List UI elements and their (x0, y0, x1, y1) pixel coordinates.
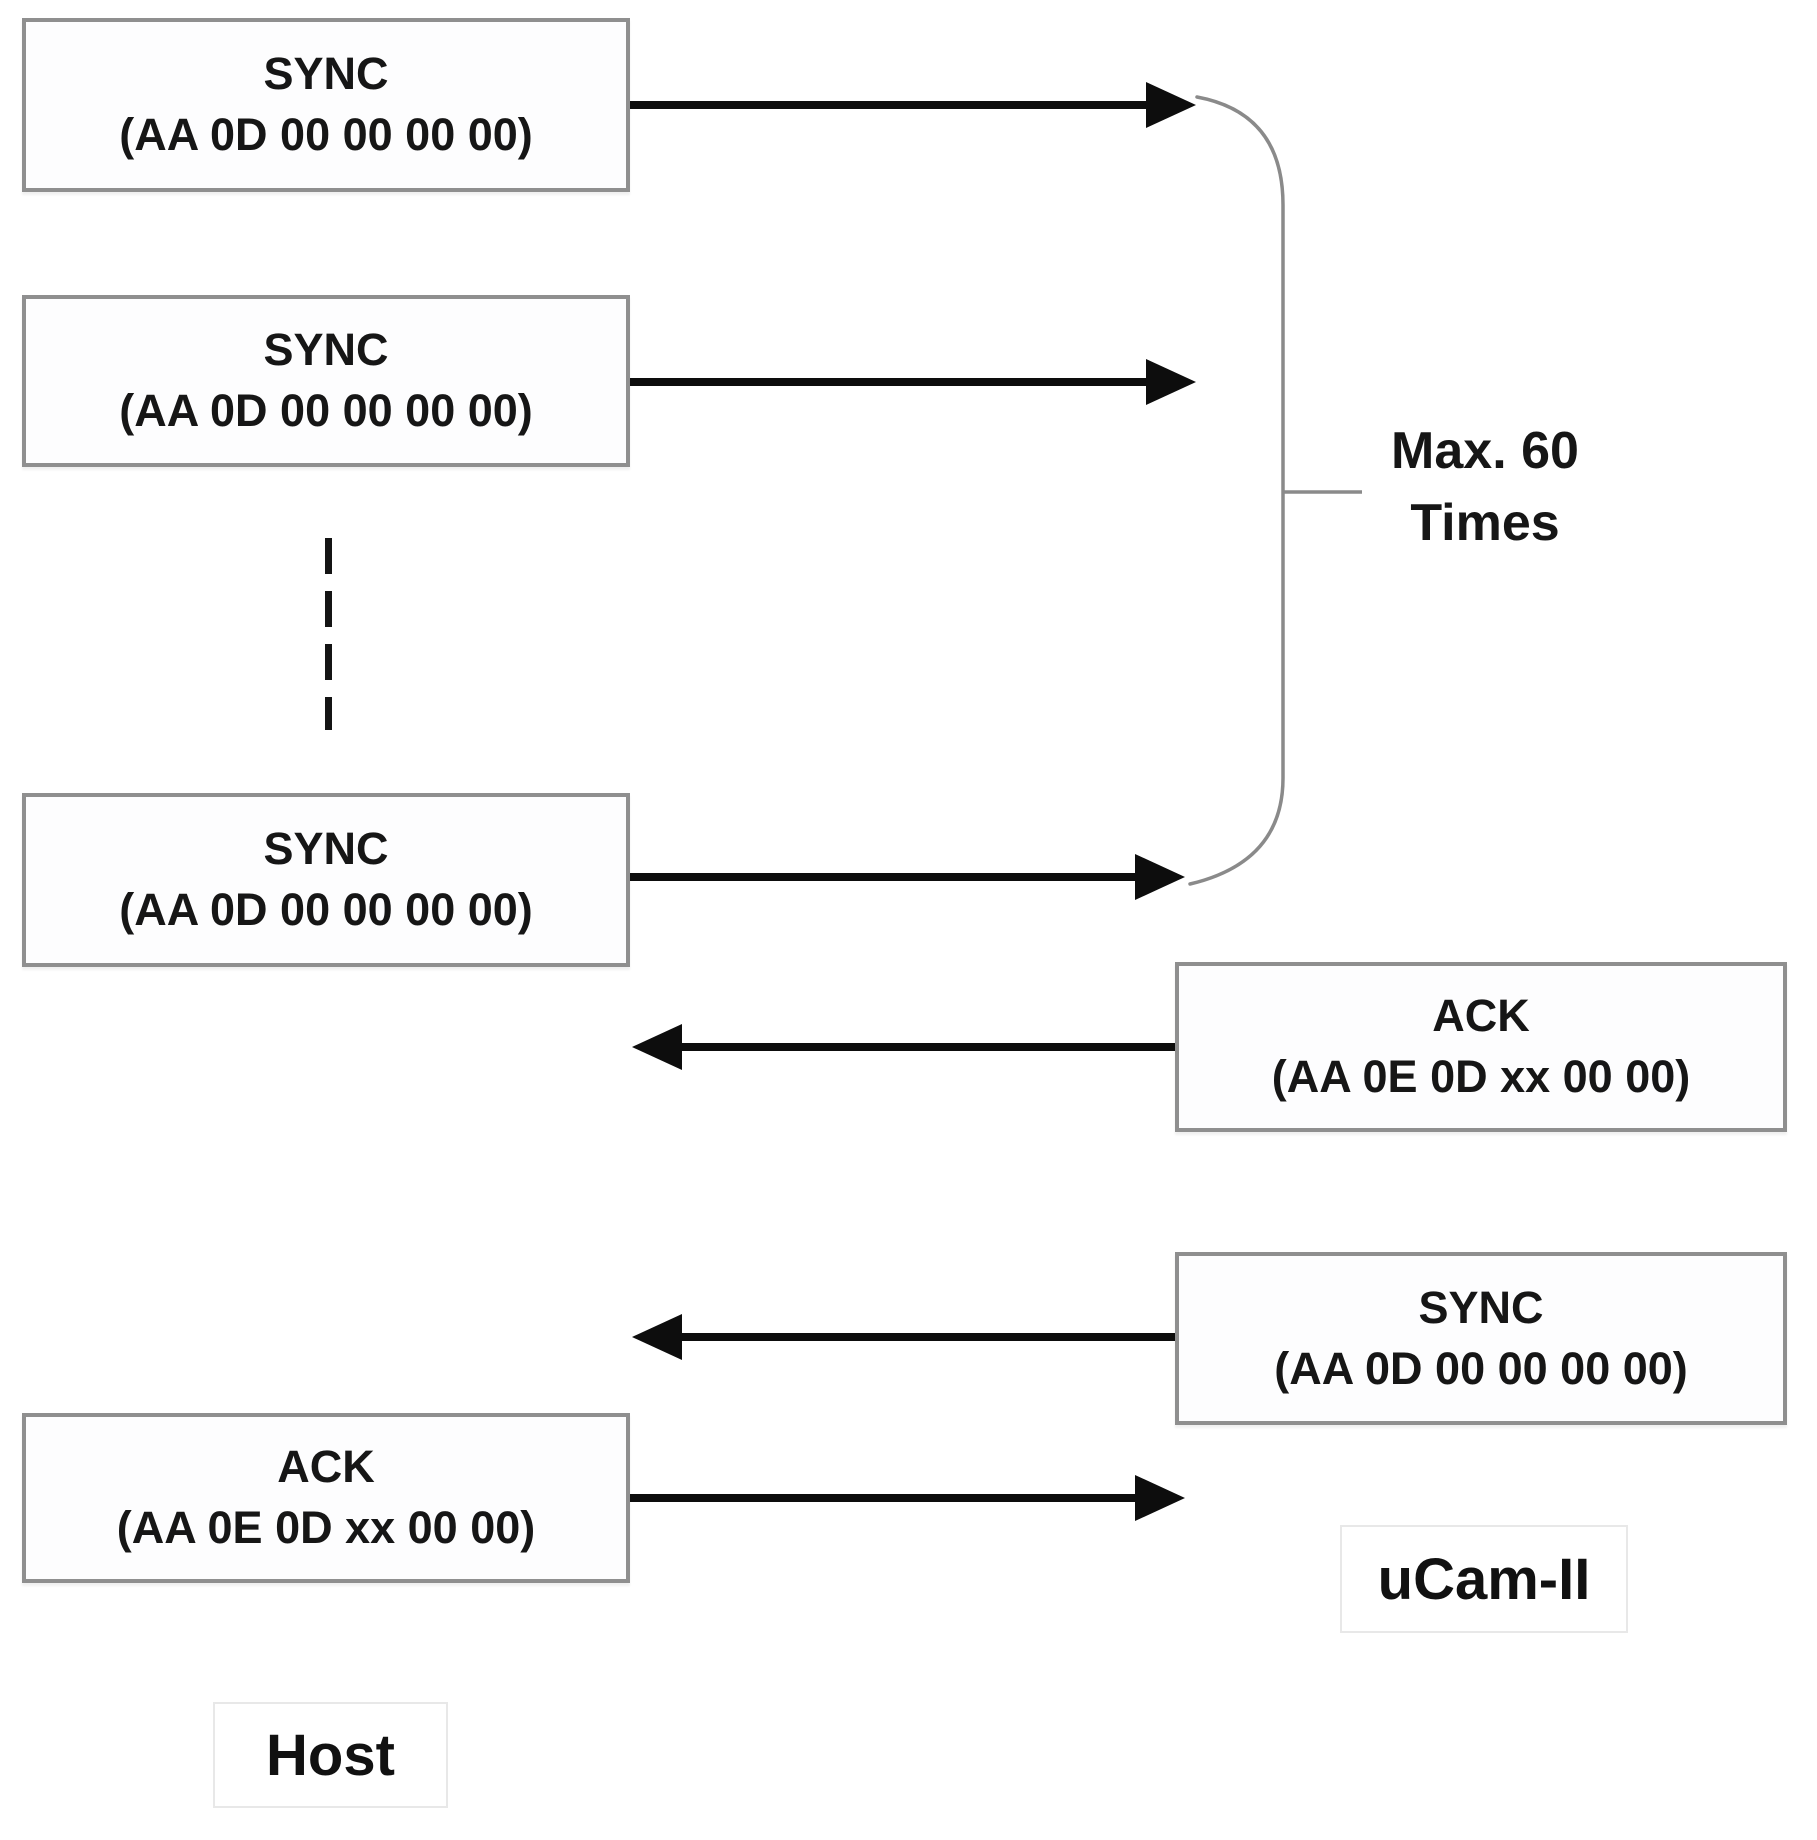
max-retries-annotation: Max. 60 Times (1355, 415, 1615, 559)
message-name: SYNC (263, 823, 389, 875)
sync-arrow-2 (630, 378, 1146, 386)
message-bytes: (AA 0E 0D xx 00 00) (116, 1502, 536, 1553)
host-sync-box-1: SYNC (AA 0D 00 00 00 00) (22, 18, 630, 192)
host-ack-arrow (630, 1494, 1135, 1502)
host-ack-box: ACK (AA 0E 0D xx 00 00) (22, 1413, 630, 1583)
host-sync-box-2: SYNC (AA 0D 00 00 00 00) (22, 295, 630, 467)
message-bytes: (AA 0E 0D xx 00 00) (1271, 1051, 1691, 1102)
message-name: SYNC (1418, 1281, 1544, 1333)
annotation-line-1: Max. 60 (1391, 422, 1579, 480)
camera-ack-arrow (682, 1043, 1175, 1051)
message-bytes: (AA 0D 00 00 00 00) (1274, 1342, 1688, 1394)
camera-label-text: uCam-II (1377, 1546, 1591, 1612)
host-sync-box-n: SYNC (AA 0D 00 00 00 00) (22, 793, 630, 967)
message-bytes: (AA 0D 00 00 00 00) (119, 109, 533, 160)
camera-sync-arrow (682, 1333, 1175, 1341)
sync-arrow-1 (630, 101, 1146, 109)
sync-arrow-n (630, 873, 1135, 881)
message-name: SYNC (263, 324, 389, 376)
camera-actor-label: uCam-II (1340, 1525, 1628, 1633)
repetition-dashed-line (325, 538, 332, 730)
message-bytes: (AA 0D 00 00 00 00) (119, 884, 533, 935)
host-label-text: Host (266, 1722, 395, 1788)
message-bytes: (AA 0D 00 00 00 00) (119, 385, 533, 436)
host-actor-label: Host (213, 1702, 448, 1808)
camera-sync-box: SYNC (AA 0D 00 00 00 00) (1175, 1252, 1787, 1425)
message-name: SYNC (263, 48, 389, 100)
message-name: ACK (277, 1441, 375, 1493)
message-name: ACK (1432, 990, 1530, 1042)
bracket-curve (1188, 95, 1285, 886)
camera-ack-box: ACK (AA 0E 0D xx 00 00) (1175, 962, 1787, 1132)
annotation-line-2: Times (1410, 494, 1560, 552)
